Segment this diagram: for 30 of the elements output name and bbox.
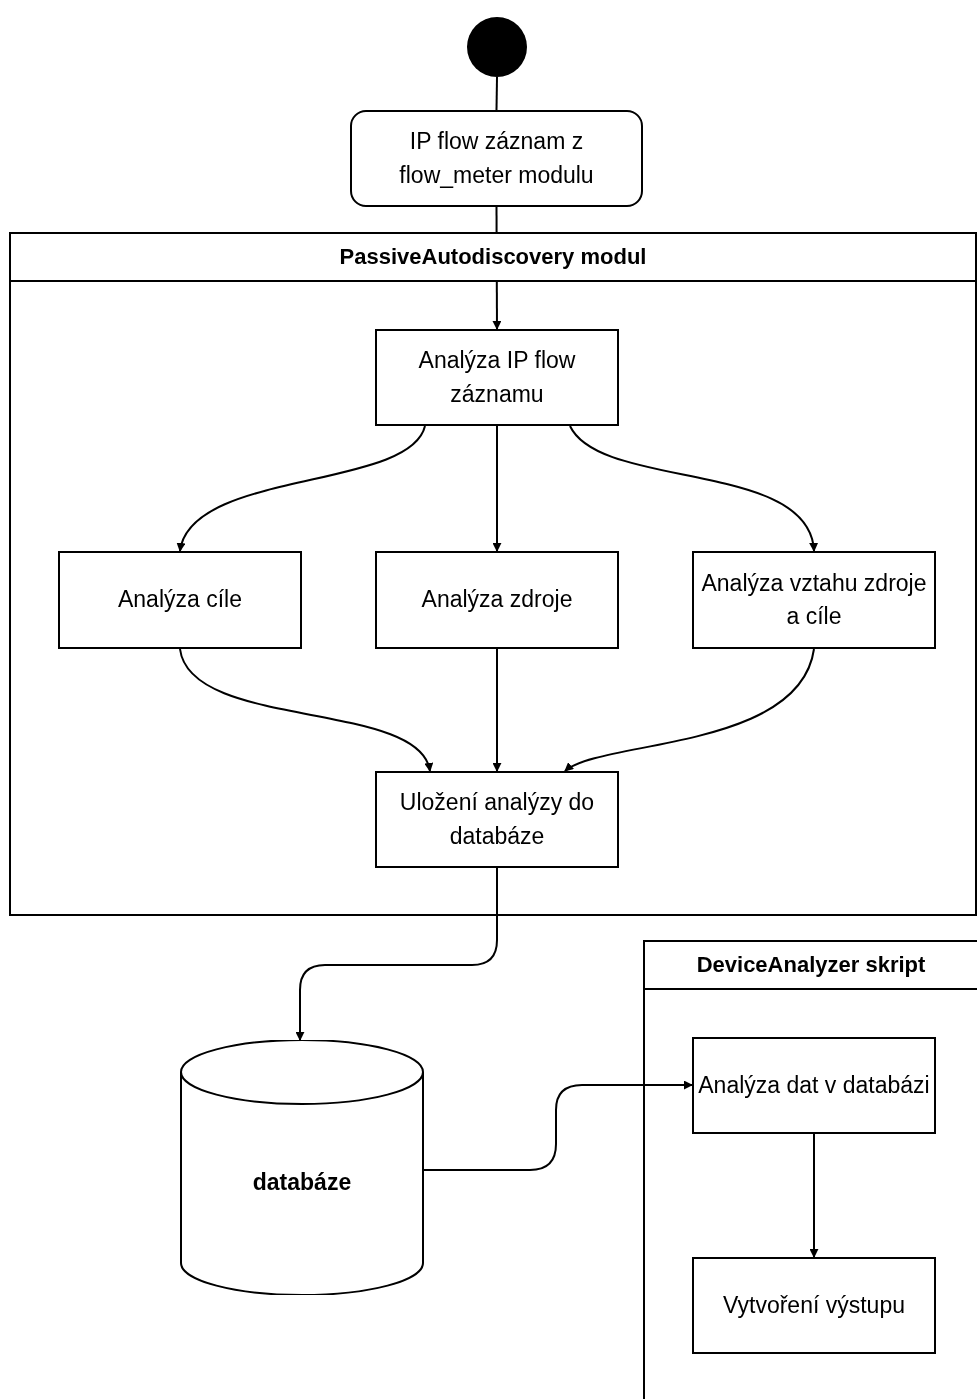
activity-box <box>692 551 936 649</box>
arrow <box>178 425 426 552</box>
swimlane-container <box>9 232 977 916</box>
node-label: Analýza dat v databázi <box>698 1070 930 1100</box>
node-label: Analýza IP flow záznamu <box>417 346 577 409</box>
node-label: IP flow záznam z flow_meter modulu <box>398 127 595 190</box>
start-node <box>467 17 527 77</box>
activity-box <box>58 551 302 649</box>
swimlane-container <box>643 940 977 1399</box>
arrow <box>423 1080 693 1171</box>
node-label: Uložení analýzy do databáze <box>398 788 596 851</box>
node-label: Analýza cíle <box>118 585 242 615</box>
rounded-activity-box <box>350 110 643 207</box>
node-label: Analýza vztahu zdroje a cíle <box>700 568 928 631</box>
node-label: Vytvoření výstupu <box>723 1290 905 1320</box>
arrow <box>569 425 817 552</box>
arrow <box>492 648 502 772</box>
arrow <box>564 648 815 772</box>
activity-box <box>375 771 619 868</box>
arrow <box>179 648 431 772</box>
swimlane-title: PassiveAutodiscovery modul <box>11 234 975 282</box>
arrow <box>295 867 498 1041</box>
activity-box <box>375 551 619 649</box>
activity-box <box>375 329 619 426</box>
node-label: Analýza zdroje <box>421 585 573 615</box>
arrow <box>492 425 502 552</box>
arrow <box>809 1133 819 1258</box>
activity-box <box>692 1037 936 1134</box>
node-label: databáze <box>252 1167 352 1197</box>
activity-box <box>692 1257 936 1354</box>
